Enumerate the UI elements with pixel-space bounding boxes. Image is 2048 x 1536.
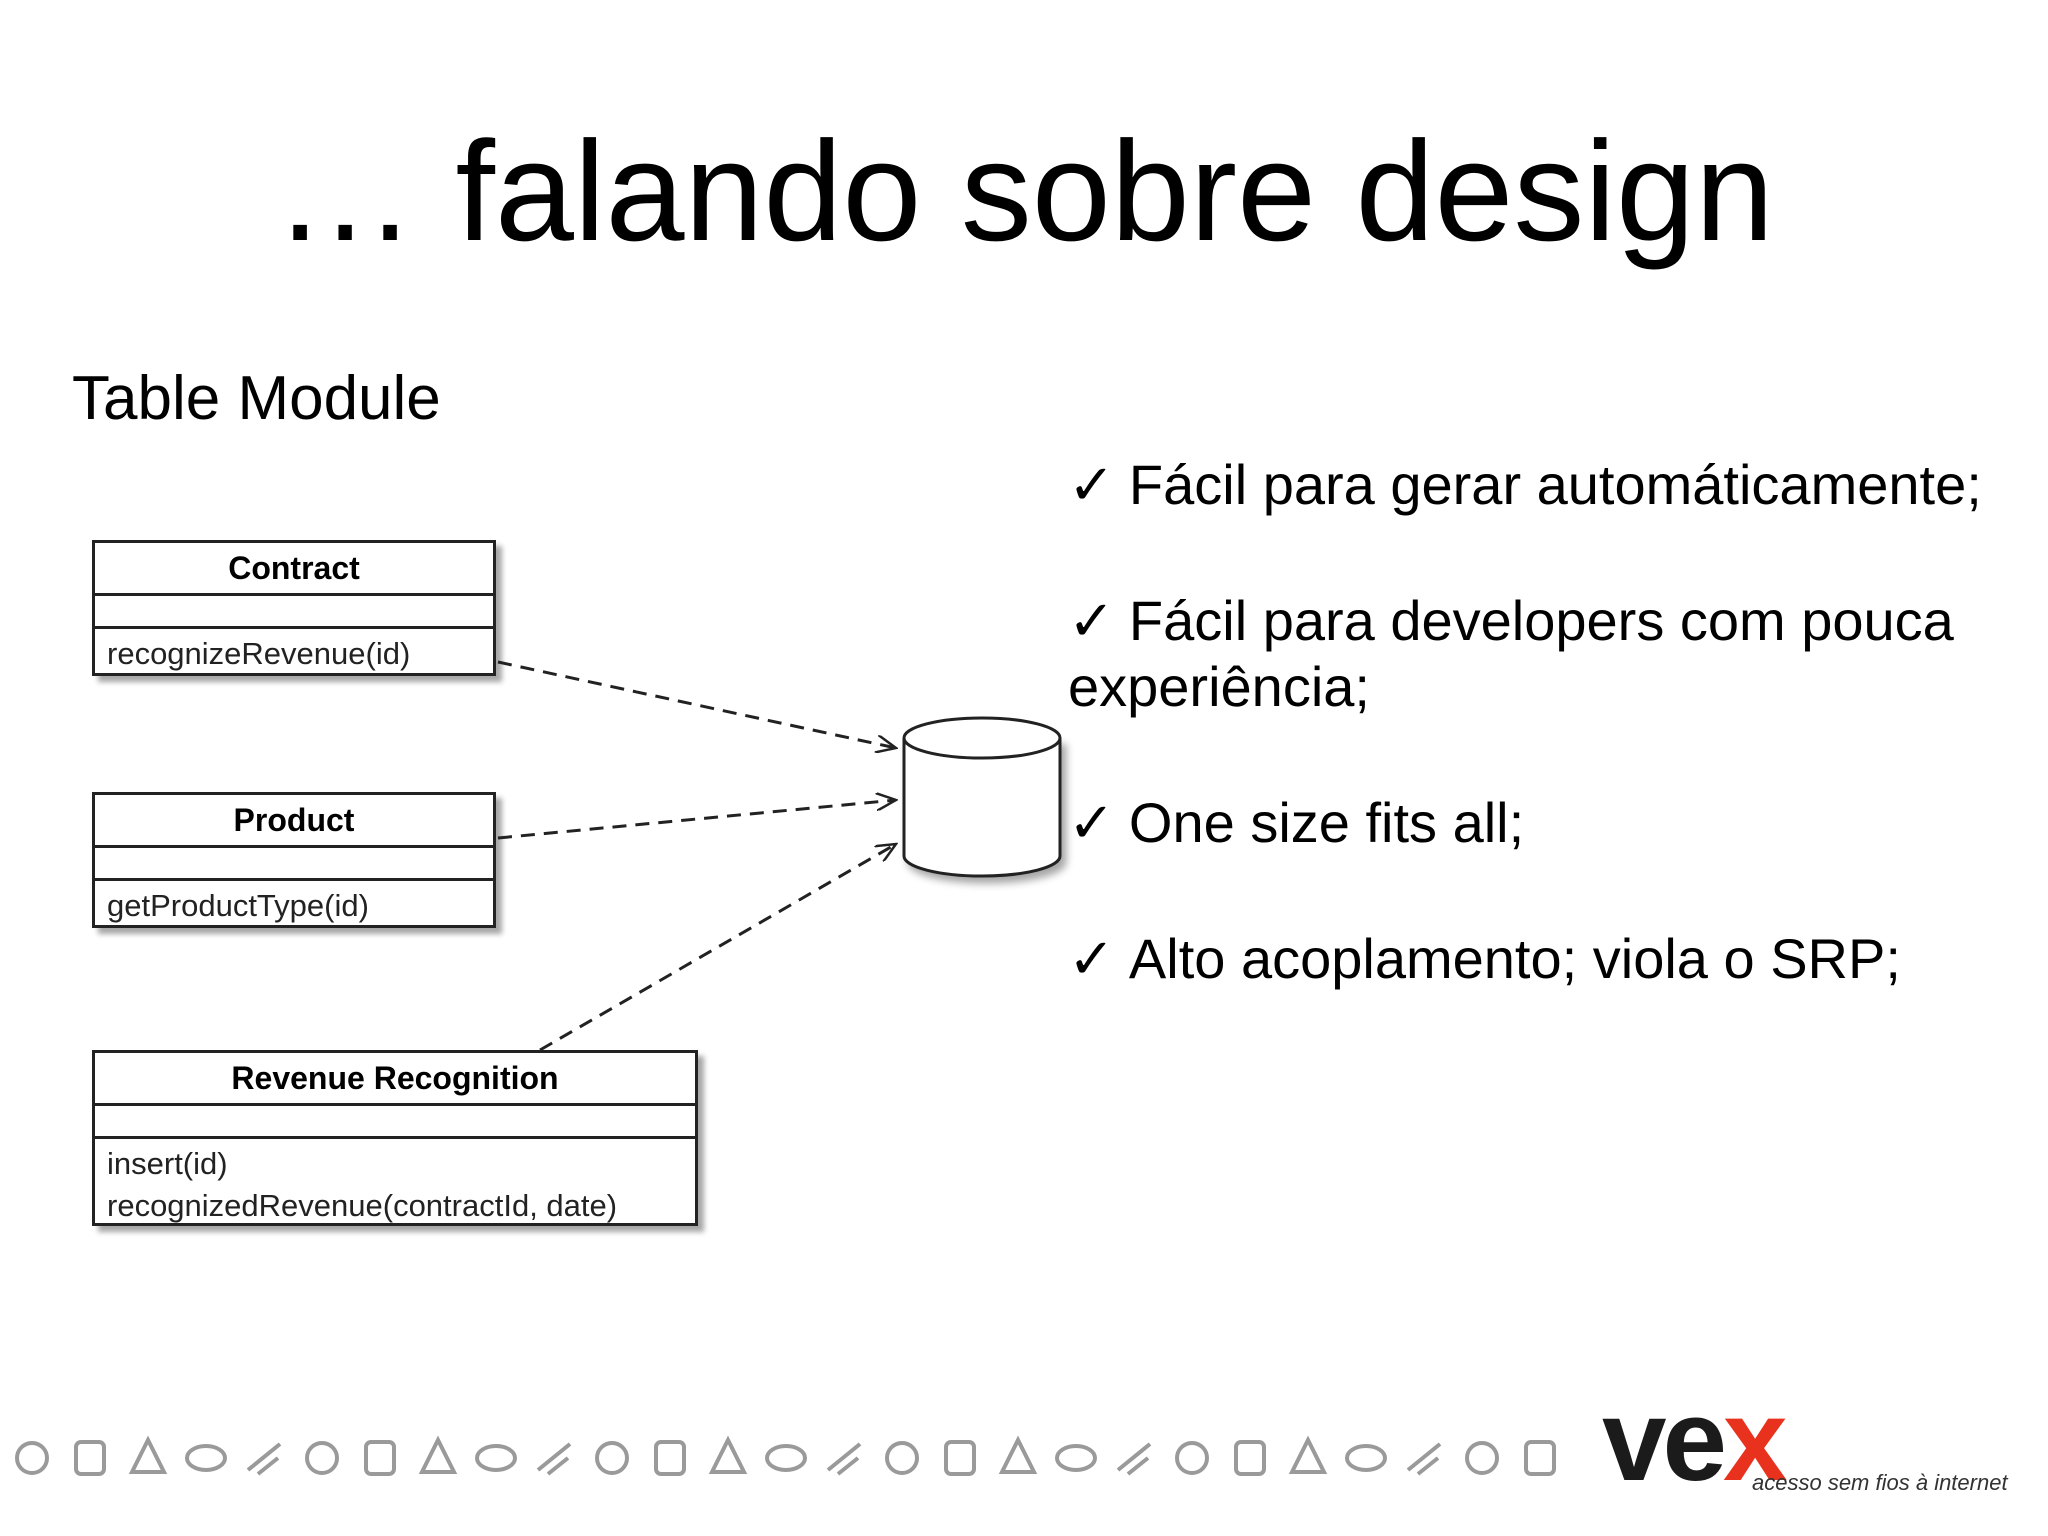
- uml-operations: insert(id) recognizedRevenue(contractId,…: [95, 1139, 695, 1231]
- laptop-icon: [536, 1442, 572, 1476]
- coffee-icon: [654, 1440, 686, 1476]
- database-icon: [902, 716, 1062, 878]
- plane-icon: [595, 1441, 629, 1475]
- uml-operation: recognizedRevenue(contractId, date): [107, 1188, 618, 1223]
- bullet-text: Fácil para gerar automáticamente;: [1128, 453, 1982, 516]
- masks-icon: [15, 1441, 49, 1475]
- uml-class-name: Product: [95, 795, 493, 848]
- checkmark-icon: ✓: [1068, 927, 1115, 990]
- bullet-list: ✓Fácil para gerar automáticamente; ✓Fáci…: [1068, 452, 2008, 1062]
- microphone-icon: [418, 1435, 458, 1474]
- coffee-icon: [1465, 1441, 1499, 1475]
- uml-operations: getProductType(id): [95, 881, 493, 931]
- bullet-item: ✓Fácil para developers com pouca experiê…: [1068, 588, 2008, 720]
- dependency-arrow: [497, 800, 896, 840]
- checkmark-icon: ✓: [1068, 453, 1115, 516]
- vex-logo: vex: [1602, 1382, 1788, 1498]
- bus-icon: [1288, 1435, 1328, 1474]
- ice-cream-icon: [998, 1435, 1038, 1474]
- checkmark-icon: ✓: [1068, 589, 1115, 652]
- masks-icon: [826, 1442, 862, 1476]
- uml-class-contract: Contract recognizeRevenue(id): [92, 540, 496, 676]
- logo-x: x: [1723, 1375, 1787, 1505]
- bullet-text: Fácil para developers com pouca experiên…: [1068, 589, 1954, 718]
- uml-class-name: Revenue Recognition: [95, 1053, 695, 1106]
- bullet-item: ✓Fácil para gerar automáticamente;: [1068, 452, 2008, 518]
- microphone-icon: [1234, 1440, 1266, 1476]
- plane-icon: [1406, 1442, 1442, 1476]
- phone-icon: [708, 1435, 748, 1474]
- uml-class-name: Contract: [95, 543, 493, 596]
- gift-icon: [364, 1440, 396, 1476]
- checkmark-icon: ✓: [1068, 791, 1115, 854]
- mail-icon: [305, 1441, 339, 1475]
- uml-class-product: Product getProductType(id): [92, 792, 496, 928]
- uml-operation: getProductType(id): [107, 888, 369, 923]
- wifi-icon: [765, 1444, 807, 1472]
- uml-operation: insert(id): [107, 1146, 228, 1181]
- bullet-text: Alto acoplamento; viola o SRP;: [1128, 927, 1901, 990]
- uml-attributes: [95, 1106, 695, 1139]
- dependency-arrow: [497, 660, 896, 748]
- pen-icon: [74, 1440, 106, 1476]
- uml-class-revenue-recognition: Revenue Recognition insert(id) recognize…: [92, 1050, 698, 1226]
- phone-icon: [1524, 1440, 1556, 1476]
- bullet-item: ✓Alto acoplamento; viola o SRP;: [1068, 926, 2008, 992]
- uml-attributes: [95, 848, 493, 881]
- logo-letters: ve: [1602, 1375, 1727, 1505]
- uml-attributes: [95, 596, 493, 629]
- footer-icon-strip: [15, 1435, 1556, 1476]
- laptop-icon: [1345, 1444, 1387, 1472]
- book-icon: [246, 1442, 282, 1476]
- chat-icon: [944, 1440, 976, 1476]
- dependency-arrow: [539, 844, 896, 1052]
- book-icon: [1055, 1444, 1097, 1472]
- pen-icon: [885, 1441, 919, 1475]
- bullet-text: One size fits all;: [1128, 791, 1525, 854]
- slide-subtitle: Table Module: [72, 364, 441, 433]
- uml-operations: recognizeRevenue(id): [95, 629, 493, 679]
- uml-operation: recognizeRevenue(id): [107, 636, 411, 671]
- ice-cream-icon: [185, 1444, 227, 1472]
- mail-icon: [1116, 1442, 1152, 1476]
- chat-icon: [128, 1435, 168, 1474]
- bus-icon: [475, 1444, 517, 1472]
- slide-title: … falando sobre design: [274, 112, 1774, 271]
- bullet-item: ✓One size fits all;: [1068, 790, 2008, 856]
- logo-tagline: acesso sem fios à internet: [1752, 1470, 2008, 1495]
- gift-icon: [1175, 1441, 1209, 1475]
